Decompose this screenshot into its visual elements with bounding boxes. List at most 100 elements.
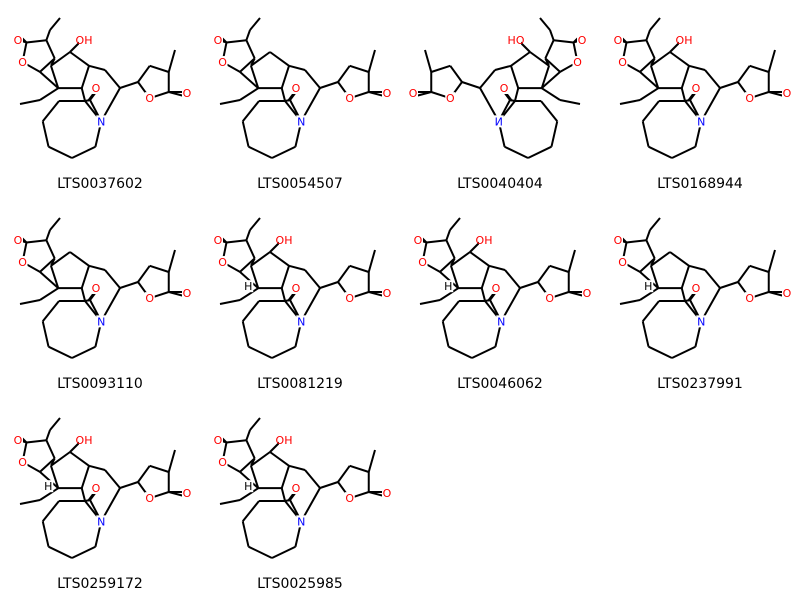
bond xyxy=(250,51,271,67)
bond xyxy=(48,145,73,159)
bond xyxy=(239,457,256,473)
bond xyxy=(619,99,641,105)
oxygen-atom: O xyxy=(345,92,354,105)
bond xyxy=(39,257,56,273)
bond xyxy=(513,87,520,102)
bond xyxy=(19,299,41,305)
bond xyxy=(544,57,561,73)
bond xyxy=(45,439,56,459)
bond xyxy=(480,287,487,302)
bond xyxy=(168,291,185,297)
bond xyxy=(239,487,259,501)
bond xyxy=(119,481,139,489)
bond xyxy=(269,441,281,453)
bond xyxy=(50,51,71,67)
bond xyxy=(550,121,559,147)
bond xyxy=(448,345,473,359)
oxygen-atom: O xyxy=(345,492,354,505)
bond xyxy=(449,65,463,83)
bond xyxy=(639,271,659,289)
oxygen-atom: O xyxy=(577,34,586,47)
bond xyxy=(69,441,81,453)
bond xyxy=(367,49,376,73)
bond xyxy=(250,465,260,489)
oxygen-atom: O xyxy=(18,256,27,269)
bond xyxy=(250,251,271,267)
bond xyxy=(167,249,176,273)
bond xyxy=(424,49,433,73)
bond xyxy=(245,429,251,441)
bond xyxy=(650,51,671,67)
bond xyxy=(639,257,656,273)
bond xyxy=(541,87,561,101)
bond xyxy=(41,121,50,147)
bond xyxy=(768,291,785,297)
bond xyxy=(704,69,721,89)
bond xyxy=(539,17,551,31)
bond xyxy=(719,281,739,289)
molecule-id-label: LTS0054507 xyxy=(257,176,343,192)
oxygen-atom: O xyxy=(18,56,27,69)
bond xyxy=(441,300,460,322)
bond xyxy=(349,464,370,473)
bond xyxy=(768,91,785,97)
bond xyxy=(669,251,690,267)
bond xyxy=(69,41,81,53)
oxygen-atom: O xyxy=(618,56,627,69)
oxygen-atom: O xyxy=(145,292,154,305)
molecule-id-label: LTS0093110 xyxy=(57,376,143,392)
bond xyxy=(641,121,650,147)
bond xyxy=(368,91,385,97)
bond xyxy=(749,64,770,73)
nitrogen-atom: N xyxy=(497,315,505,328)
bond xyxy=(626,39,647,44)
bond xyxy=(71,545,96,559)
bond xyxy=(441,321,450,347)
bond xyxy=(304,469,321,489)
bond xyxy=(245,239,256,259)
bond xyxy=(505,92,513,102)
bond xyxy=(87,292,95,302)
bond xyxy=(559,99,581,105)
bond xyxy=(39,487,59,501)
bond xyxy=(80,287,87,302)
bond xyxy=(41,100,60,122)
nitrogen-atom: N xyxy=(297,315,305,328)
oxygen-atom: O xyxy=(292,282,301,295)
oxygen-atom: O xyxy=(573,56,582,69)
bond xyxy=(239,287,259,301)
bond xyxy=(749,264,770,273)
bond xyxy=(669,41,681,53)
bond xyxy=(69,451,90,467)
bond xyxy=(241,500,260,522)
bond xyxy=(241,521,250,547)
bond xyxy=(250,451,271,467)
bond xyxy=(69,251,90,267)
bond xyxy=(680,265,690,289)
bond xyxy=(680,287,687,302)
bond xyxy=(504,269,521,289)
bond xyxy=(80,87,87,102)
bond xyxy=(219,499,241,505)
bond xyxy=(241,321,250,347)
bond xyxy=(80,65,90,89)
bond xyxy=(39,271,59,289)
nitrogen-atom: N xyxy=(697,315,705,328)
bond xyxy=(50,457,56,467)
bond xyxy=(337,465,351,483)
bond xyxy=(280,465,290,489)
hydrogen-atom: H xyxy=(444,280,452,293)
bond xyxy=(367,249,376,273)
molecule-id-label: LTS0259172 xyxy=(57,576,143,592)
bond xyxy=(319,281,339,289)
bond xyxy=(50,465,60,489)
nitrogen-atom: N xyxy=(697,115,705,128)
bond xyxy=(319,81,339,89)
oxygen-atom: O xyxy=(92,282,101,295)
bond xyxy=(226,439,247,444)
